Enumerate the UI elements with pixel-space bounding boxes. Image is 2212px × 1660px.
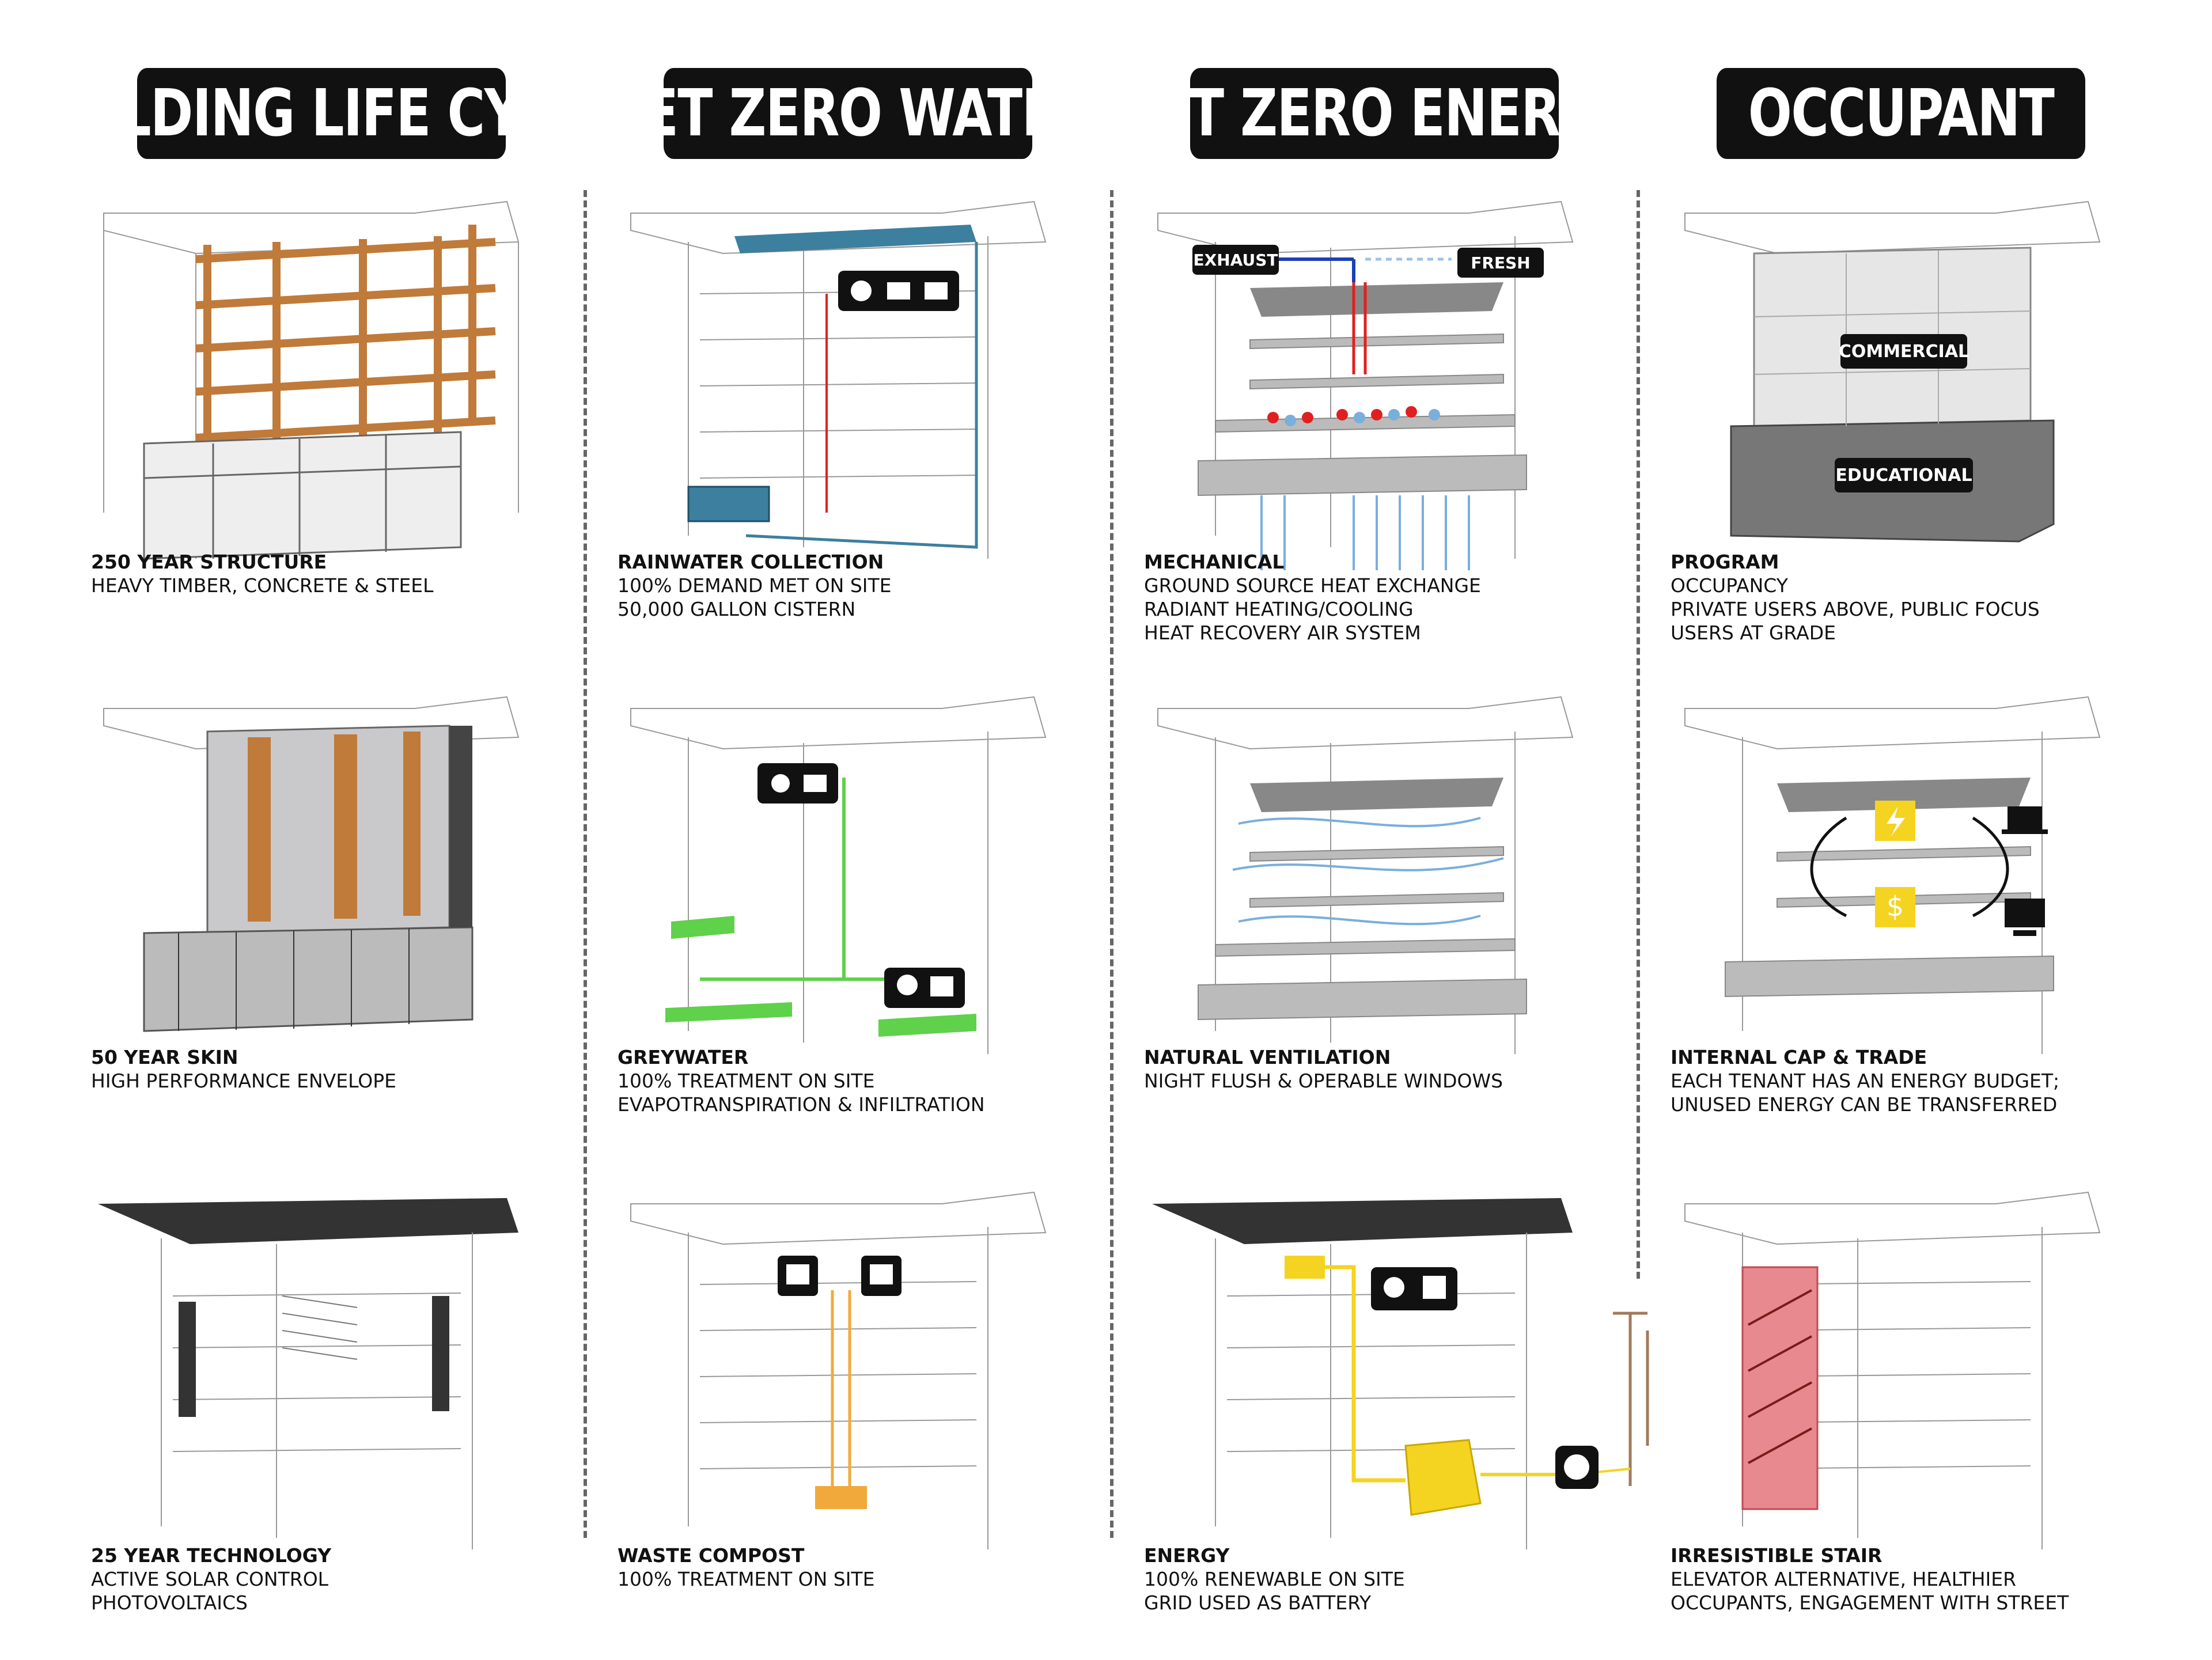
caption-line: HEAVY TIMBER, CONCRETE & STEEL — [91, 574, 434, 597]
fresh-tag: FRESH — [1457, 248, 1544, 278]
caption-irresistible-stair: IRRESISTIBLE STAIR ELEVATOR ALTERNATIVE,… — [1671, 1544, 2177, 1614]
caption-title: NATURAL VENTILATION — [1144, 1046, 1391, 1068]
caption-line: OCCUPANTS, ENGAGEMENT WITH STREET — [1671, 1591, 2069, 1614]
caption-mechanical: MECHANICAL GROUND SOURCE HEAT EXCHANGE R… — [1144, 550, 1651, 645]
diagram-25-year-technology — [92, 1181, 541, 1561]
caption-title: WASTE COMPOST — [618, 1544, 805, 1567]
caption-title: GREYWATER — [618, 1046, 749, 1068]
caption-title: RAINWATER COLLECTION — [618, 551, 884, 573]
diagram-irresistible-stair — [1673, 1181, 2123, 1561]
caption-line: EVAPOTRANSPIRATION & INFILTRATION — [618, 1093, 985, 1116]
caption-title: IRRESISTIBLE STAIR — [1671, 1544, 1883, 1567]
heading-net-zero-water: NET ZERO WATER — [601, 68, 1096, 159]
caption-line: PHOTOVOLTAICS — [91, 1591, 248, 1614]
meter-icon — [1555, 1446, 1599, 1489]
grid-connection — [1555, 1296, 1705, 1526]
caption-line: NIGHT FLUSH & OPERABLE WINDOWS — [1144, 1070, 1503, 1092]
exhaust-tag: EXHAUST — [1192, 245, 1279, 275]
caption-greywater: GREYWATER 100% TREATMENT ON SITE EVAPOTR… — [618, 1045, 1124, 1116]
laptop-icon — [2002, 806, 2048, 834]
caption-title: INTERNAL CAP & TRADE — [1671, 1046, 1927, 1068]
heading-building-life-cycle: BUILDING LIFE CYCLE — [21, 68, 623, 159]
caption-line: ACTIVE SOLAR CONTROL — [91, 1568, 329, 1590]
caption-line: UNUSED ENERGY CAN BE TRANSFERRED — [1671, 1093, 2058, 1116]
caption-line: ELEVATOR ALTERNATIVE, HEALTHIER — [1671, 1568, 2017, 1590]
caption-title: PROGRAM — [1671, 551, 1779, 573]
outlet-icon — [1423, 1276, 1446, 1299]
caption-line: GROUND SOURCE HEAT EXCHANGE — [1144, 574, 1481, 597]
caption-line: 50,000 GALLON CISTERN — [618, 598, 856, 620]
toilet-icon — [778, 1256, 902, 1296]
caption-title: MECHANICAL — [1144, 551, 1285, 573]
diagram-internal-cap-trade: $ — [1673, 685, 2123, 1066]
column-divider — [584, 190, 587, 1538]
diagram-250-year-structure — [92, 190, 541, 570]
diagram-natural-ventilation — [1146, 685, 1596, 1066]
diagram-energy — [1146, 1181, 1596, 1561]
caption-line: HEAT RECOVERY AIR SYSTEM — [1144, 621, 1421, 644]
caption-title: 50 YEAR SKIN — [91, 1046, 238, 1068]
caption-25-year-technology: 25 YEAR TECHNOLOGY ACTIVE SOLAR CONTROL … — [91, 1544, 598, 1614]
caption-energy: ENERGY 100% RENEWABLE ON SITE GRID USED … — [1144, 1544, 1651, 1614]
heading-occupant: OCCUPANT — [1717, 68, 2085, 159]
caption-rainwater-collection: RAINWATER COLLECTION 100% DEMAND MET ON … — [618, 550, 1124, 621]
caption-line: 100% TREATMENT ON SITE — [618, 1070, 875, 1092]
caption-title: ENERGY — [1144, 1544, 1230, 1567]
diagram-waste-compost — [619, 1181, 1069, 1561]
commercial-tag: COMMERCIAL — [1839, 334, 1969, 369]
diagram-mechanical: EXHAUST FRESH — [1146, 190, 1596, 570]
diagram-greywater — [619, 685, 1069, 1066]
diagram-program: COMMERCIAL EDUCATIONAL — [1673, 190, 2123, 570]
caption-line: OCCUPANCY — [1671, 574, 1788, 597]
caption-line: HIGH PERFORMANCE ENVELOPE — [91, 1070, 396, 1092]
column-divider — [1637, 190, 1640, 1279]
caption-program: PROGRAM OCCUPANCY PRIVATE USERS ABOVE, P… — [1671, 550, 2177, 645]
caption-line: 100% TREATMENT ON SITE — [618, 1568, 875, 1590]
desktop-icon — [2005, 899, 2045, 936]
faucet-icon — [757, 763, 838, 804]
caption-line: 100% RENEWABLE ON SITE — [1144, 1568, 1405, 1590]
caption-line: USERS AT GRADE — [1671, 621, 1836, 644]
dollar-icon: $ — [1875, 887, 1915, 927]
caption-line: PRIVATE USERS ABOVE, PUBLIC FOCUS — [1671, 598, 2040, 620]
column-divider — [1110, 190, 1113, 1538]
lightning-icon — [1875, 801, 1915, 841]
caption-250-year-structure: 250 YEAR STRUCTURE HEAVY TIMBER, CONCRET… — [91, 550, 598, 597]
caption-waste-compost: WASTE COMPOST 100% TREATMENT ON SITE — [618, 1544, 1124, 1591]
heading-net-zero-energy: NET ZERO ENERGY — [1112, 68, 1638, 159]
diagram-50-year-skin — [92, 685, 541, 1066]
tree-icon — [884, 968, 965, 1008]
caption-natural-ventilation: NATURAL VENTILATION NIGHT FLUSH & OPERAB… — [1144, 1045, 1651, 1093]
caption-title: 250 YEAR STRUCTURE — [91, 551, 327, 573]
caption-line: RADIANT HEATING/COOLING — [1144, 598, 1414, 620]
caption-internal-cap-trade: INTERNAL CAP & TRADE EACH TENANT HAS AN … — [1671, 1045, 2177, 1116]
caption-line: GRID USED AS BATTERY — [1144, 1591, 1372, 1614]
caption-line: EACH TENANT HAS AN ENERGY BUDGET; — [1671, 1070, 2060, 1092]
caption-50-year-skin: 50 YEAR SKIN HIGH PERFORMANCE ENVELOPE — [91, 1045, 598, 1093]
educational-tag: EDUCATIONAL — [1835, 458, 1973, 492]
caption-title: 25 YEAR TECHNOLOGY — [91, 1544, 332, 1567]
caption-line: 100% DEMAND MET ON SITE — [618, 574, 892, 597]
shower-icon — [838, 271, 959, 311]
diagram-rainwater-collection — [619, 190, 1069, 570]
svg-text:$: $ — [1887, 890, 1904, 923]
